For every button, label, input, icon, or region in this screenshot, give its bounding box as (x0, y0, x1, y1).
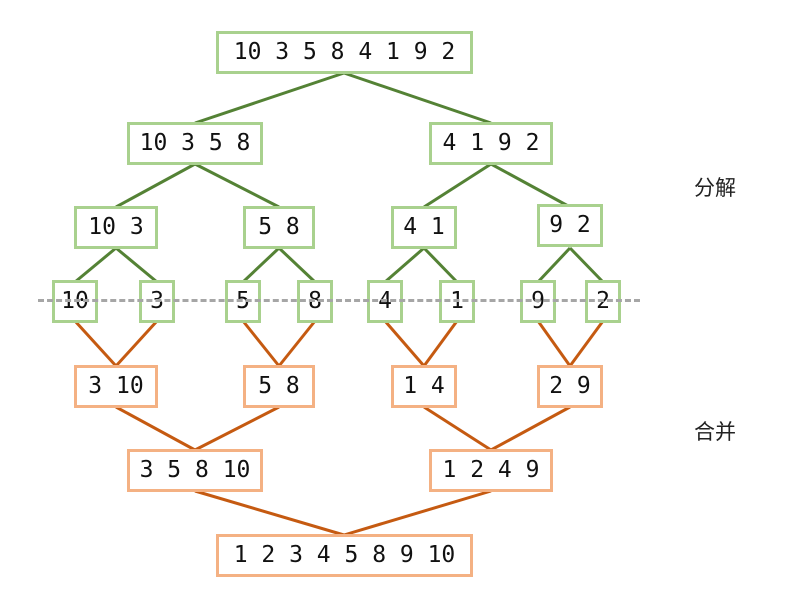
merge-edge (568, 320, 605, 367)
merge-edge (423, 405, 492, 452)
split-node-l2-1: 10 3 (74, 206, 158, 249)
merge-edge (422, 320, 459, 367)
merge-node-l1-4: 2 9 (537, 365, 603, 408)
merge-node-l2-right: 1 2 4 9 (429, 449, 553, 492)
split-node-right: 4 1 9 2 (429, 122, 553, 165)
split-node-l2-4: 9 2 (537, 204, 603, 247)
merge-edge (73, 319, 118, 368)
merge-edge (115, 405, 196, 452)
split-edge (194, 162, 280, 209)
split-edge (277, 246, 317, 284)
merge-edge (536, 320, 572, 367)
split-node-l2-3: 4 1 (391, 206, 457, 249)
merge-edge (383, 320, 426, 367)
merge-node-l1-1: 3 10 (74, 365, 158, 408)
merge-edge (194, 489, 345, 537)
merge-edge (241, 320, 281, 367)
split-edge (194, 71, 345, 125)
merge-node-l2-left: 3 5 8 10 (127, 449, 263, 492)
split-node-l2-2: 5 8 (243, 206, 315, 249)
merge-edge (114, 319, 159, 368)
split-edge (384, 246, 425, 284)
split-edge (536, 246, 572, 284)
merge-edge (343, 489, 492, 537)
split-edge (343, 71, 492, 125)
merge-node-result: 1 2 3 4 5 8 9 10 (216, 534, 473, 577)
split-edge (115, 162, 196, 209)
split-edge (568, 246, 605, 284)
merge-phase-label: 合并 (694, 420, 736, 444)
split-edge (422, 246, 459, 284)
split-edge (74, 246, 117, 284)
merge-edge (277, 320, 317, 367)
split-node-root: 10 3 5 8 4 1 9 2 (216, 31, 473, 74)
merge-edge (194, 405, 280, 452)
merge-node-l1-2: 5 8 (243, 365, 315, 408)
split-edge (115, 246, 158, 284)
split-phase-label: 分解 (694, 176, 736, 200)
split-edge (423, 162, 492, 209)
split-edge (490, 162, 571, 209)
split-edge (241, 246, 281, 284)
split-node-left: 10 3 5 8 (127, 122, 263, 165)
merge-edge (490, 405, 571, 452)
phase-divider (38, 299, 640, 302)
merge-node-l1-3: 1 4 (391, 365, 457, 408)
